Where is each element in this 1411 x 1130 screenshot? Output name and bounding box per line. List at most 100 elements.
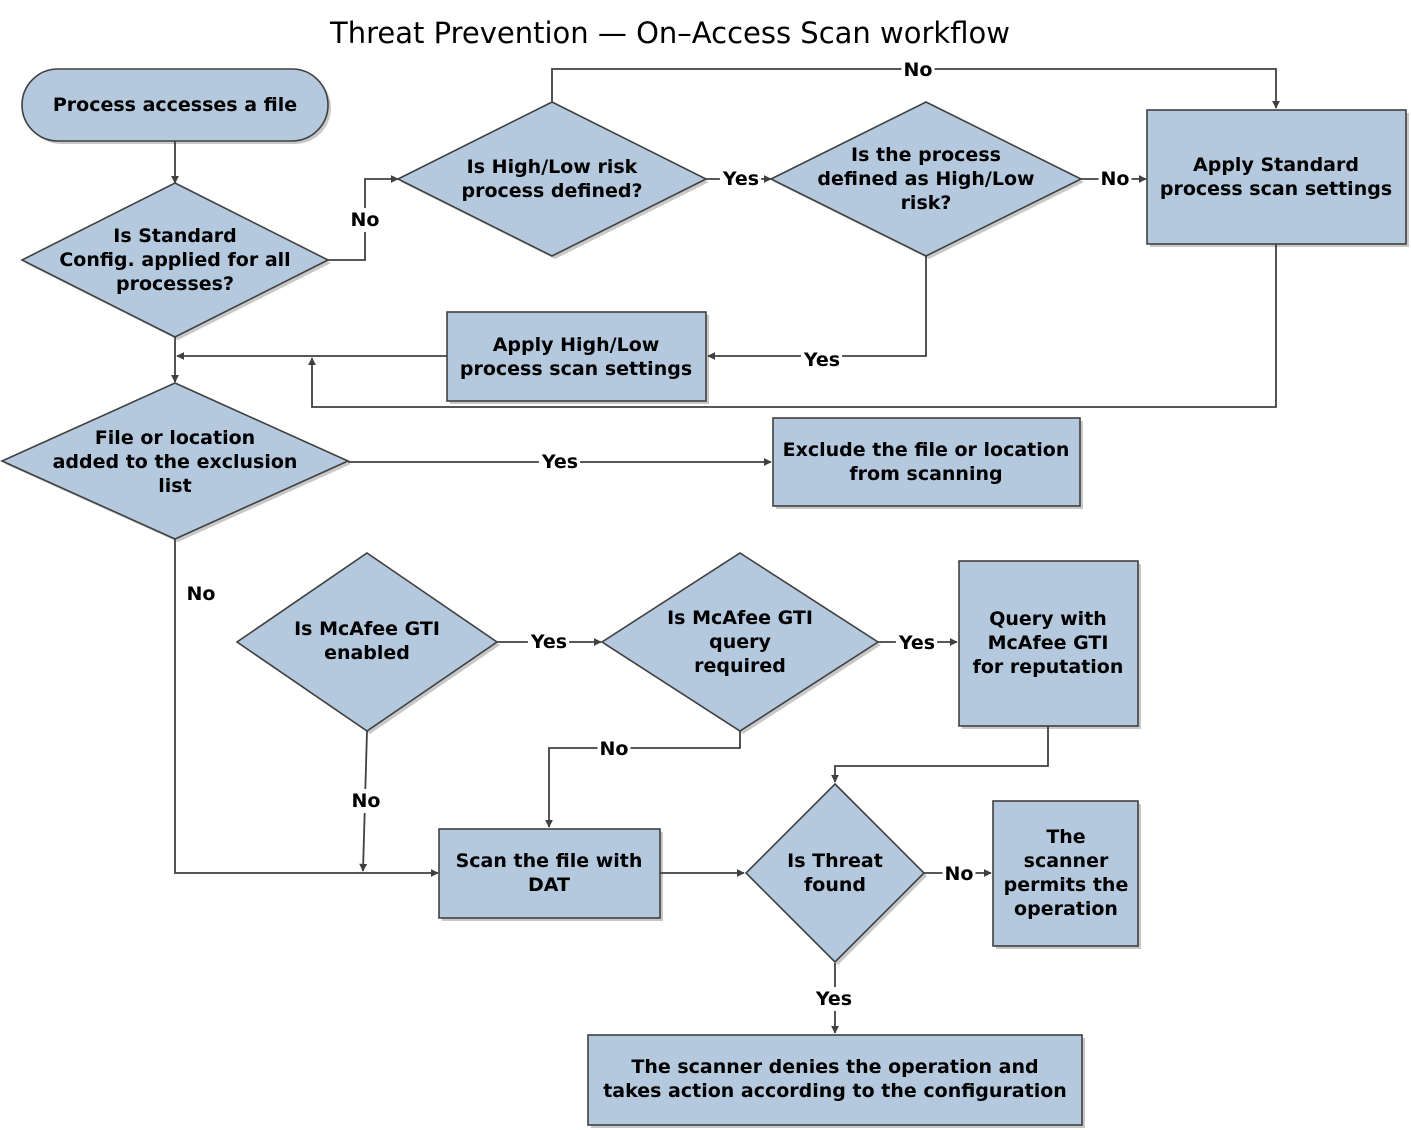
q-exclusion-decision-shape <box>0 382 350 540</box>
edge-label-background <box>1098 167 1132 191</box>
start-process-shape <box>21 68 329 142</box>
query-gti-label-line: Query with <box>989 608 1107 630</box>
edge-label-text: No <box>600 738 629 760</box>
q-threat-label-line: Is Threat <box>787 850 883 872</box>
edge-label-background <box>942 862 976 886</box>
permit-label-line: scanner <box>1024 850 1109 872</box>
q-process-risk-decision-shape <box>769 101 1083 257</box>
edge-label-standard-no: No <box>348 208 382 232</box>
edge-label-background <box>184 582 218 606</box>
q-exclusion-label-line: File or location <box>95 427 255 449</box>
edge-label-text: Yes <box>722 168 759 190</box>
edge-label-text: No <box>187 583 216 605</box>
edge-label-text: No <box>1101 168 1130 190</box>
apply-highlow-process-shape <box>446 311 707 402</box>
q-gti-enabled-label-line: enabled <box>324 642 410 664</box>
q-gti-enabled-label-line: Is McAfee GTI <box>294 618 440 640</box>
edge-label-background <box>597 737 631 761</box>
q-process-risk-label-line: defined as High/Low <box>817 168 1034 190</box>
edge-label-text: No <box>945 863 974 885</box>
q-risk-defined-label-line: process defined? <box>461 180 642 202</box>
edge-process-risk-yes-to-apply-highlow <box>707 256 927 360</box>
q-standard-label-line: Config. applied for all <box>59 249 290 271</box>
q-process-risk-label-line: risk? <box>901 192 952 214</box>
edge-label-process-yes: Yes <box>800 348 843 372</box>
permit-label-line: permits the <box>1004 874 1129 896</box>
edge-label-threat-yes: Yes <box>812 987 855 1011</box>
permit-label-line: operation <box>1014 898 1118 920</box>
query-gti-label-line: McAfee GTI <box>988 632 1109 654</box>
edge-label-exclusion-no: No <box>184 582 218 606</box>
edge-label-exclusion-yes: Yes <box>538 450 581 474</box>
edge-label-gti-enabled-no: No <box>349 789 383 813</box>
edge-gti-required-no-to-scan <box>545 731 741 828</box>
q-risk-defined-decision-shape <box>396 101 708 257</box>
edge-label-threat-no: No <box>942 862 976 886</box>
edge-label-gti-enabled-yes: Yes <box>527 630 570 654</box>
edge-label-background <box>719 167 762 191</box>
edge-label-gti-required-yes: Yes <box>895 631 938 655</box>
exclude-label-line: from scanning <box>849 463 1002 485</box>
apply-standard-process-shape <box>1146 109 1407 245</box>
q-standard-decision-shape <box>20 182 330 338</box>
scan-dat-process-shape <box>438 828 661 919</box>
query-gti-process-shape <box>958 560 1139 727</box>
edge-label-text: No <box>351 209 380 231</box>
edge-label-background <box>901 58 935 82</box>
edge-label-text: Yes <box>541 451 578 473</box>
apply-highlow-label-line: process scan settings <box>460 358 692 380</box>
edge-label-process-no: No <box>1098 167 1132 191</box>
q-gti-required-label-line: Is McAfee GTI <box>667 607 813 629</box>
start-label-line: Process accesses a file <box>53 94 297 116</box>
q-standard-label-line: Is Standard <box>113 225 237 247</box>
scan-dat-label-line: DAT <box>528 874 570 896</box>
q-exclusion-label-line: added to the exclusion <box>53 451 298 473</box>
permit-process-shape <box>992 800 1139 947</box>
exclude-process-shape <box>772 417 1081 507</box>
edge-label-background <box>538 450 581 474</box>
permit-label-line: The <box>1046 826 1085 848</box>
q-standard-label-line: processes? <box>116 273 234 295</box>
edge-label-background <box>800 348 843 372</box>
edge-label-background <box>812 987 855 1011</box>
edge-label-text: Yes <box>898 632 935 654</box>
edge-label-background <box>895 631 938 655</box>
edge-label-text: No <box>352 790 381 812</box>
edge-label-risk-no: No <box>901 58 935 82</box>
exclude-label-line: Exclude the file or location <box>783 439 1070 461</box>
edge-label-risk-yes: Yes <box>719 167 762 191</box>
edge-label-background <box>527 630 570 654</box>
q-gti-enabled-decision-shape <box>235 552 499 732</box>
deny-label-line: takes action according to the configurat… <box>603 1080 1067 1102</box>
scan-dat-label-line: Scan the file with <box>456 850 643 872</box>
q-gti-required-decision-shape <box>600 552 880 732</box>
start-label: Process accesses a file <box>53 94 297 116</box>
edge-label-gti-required-no: No <box>597 737 631 761</box>
node-start: Process accesses a file <box>21 68 329 142</box>
